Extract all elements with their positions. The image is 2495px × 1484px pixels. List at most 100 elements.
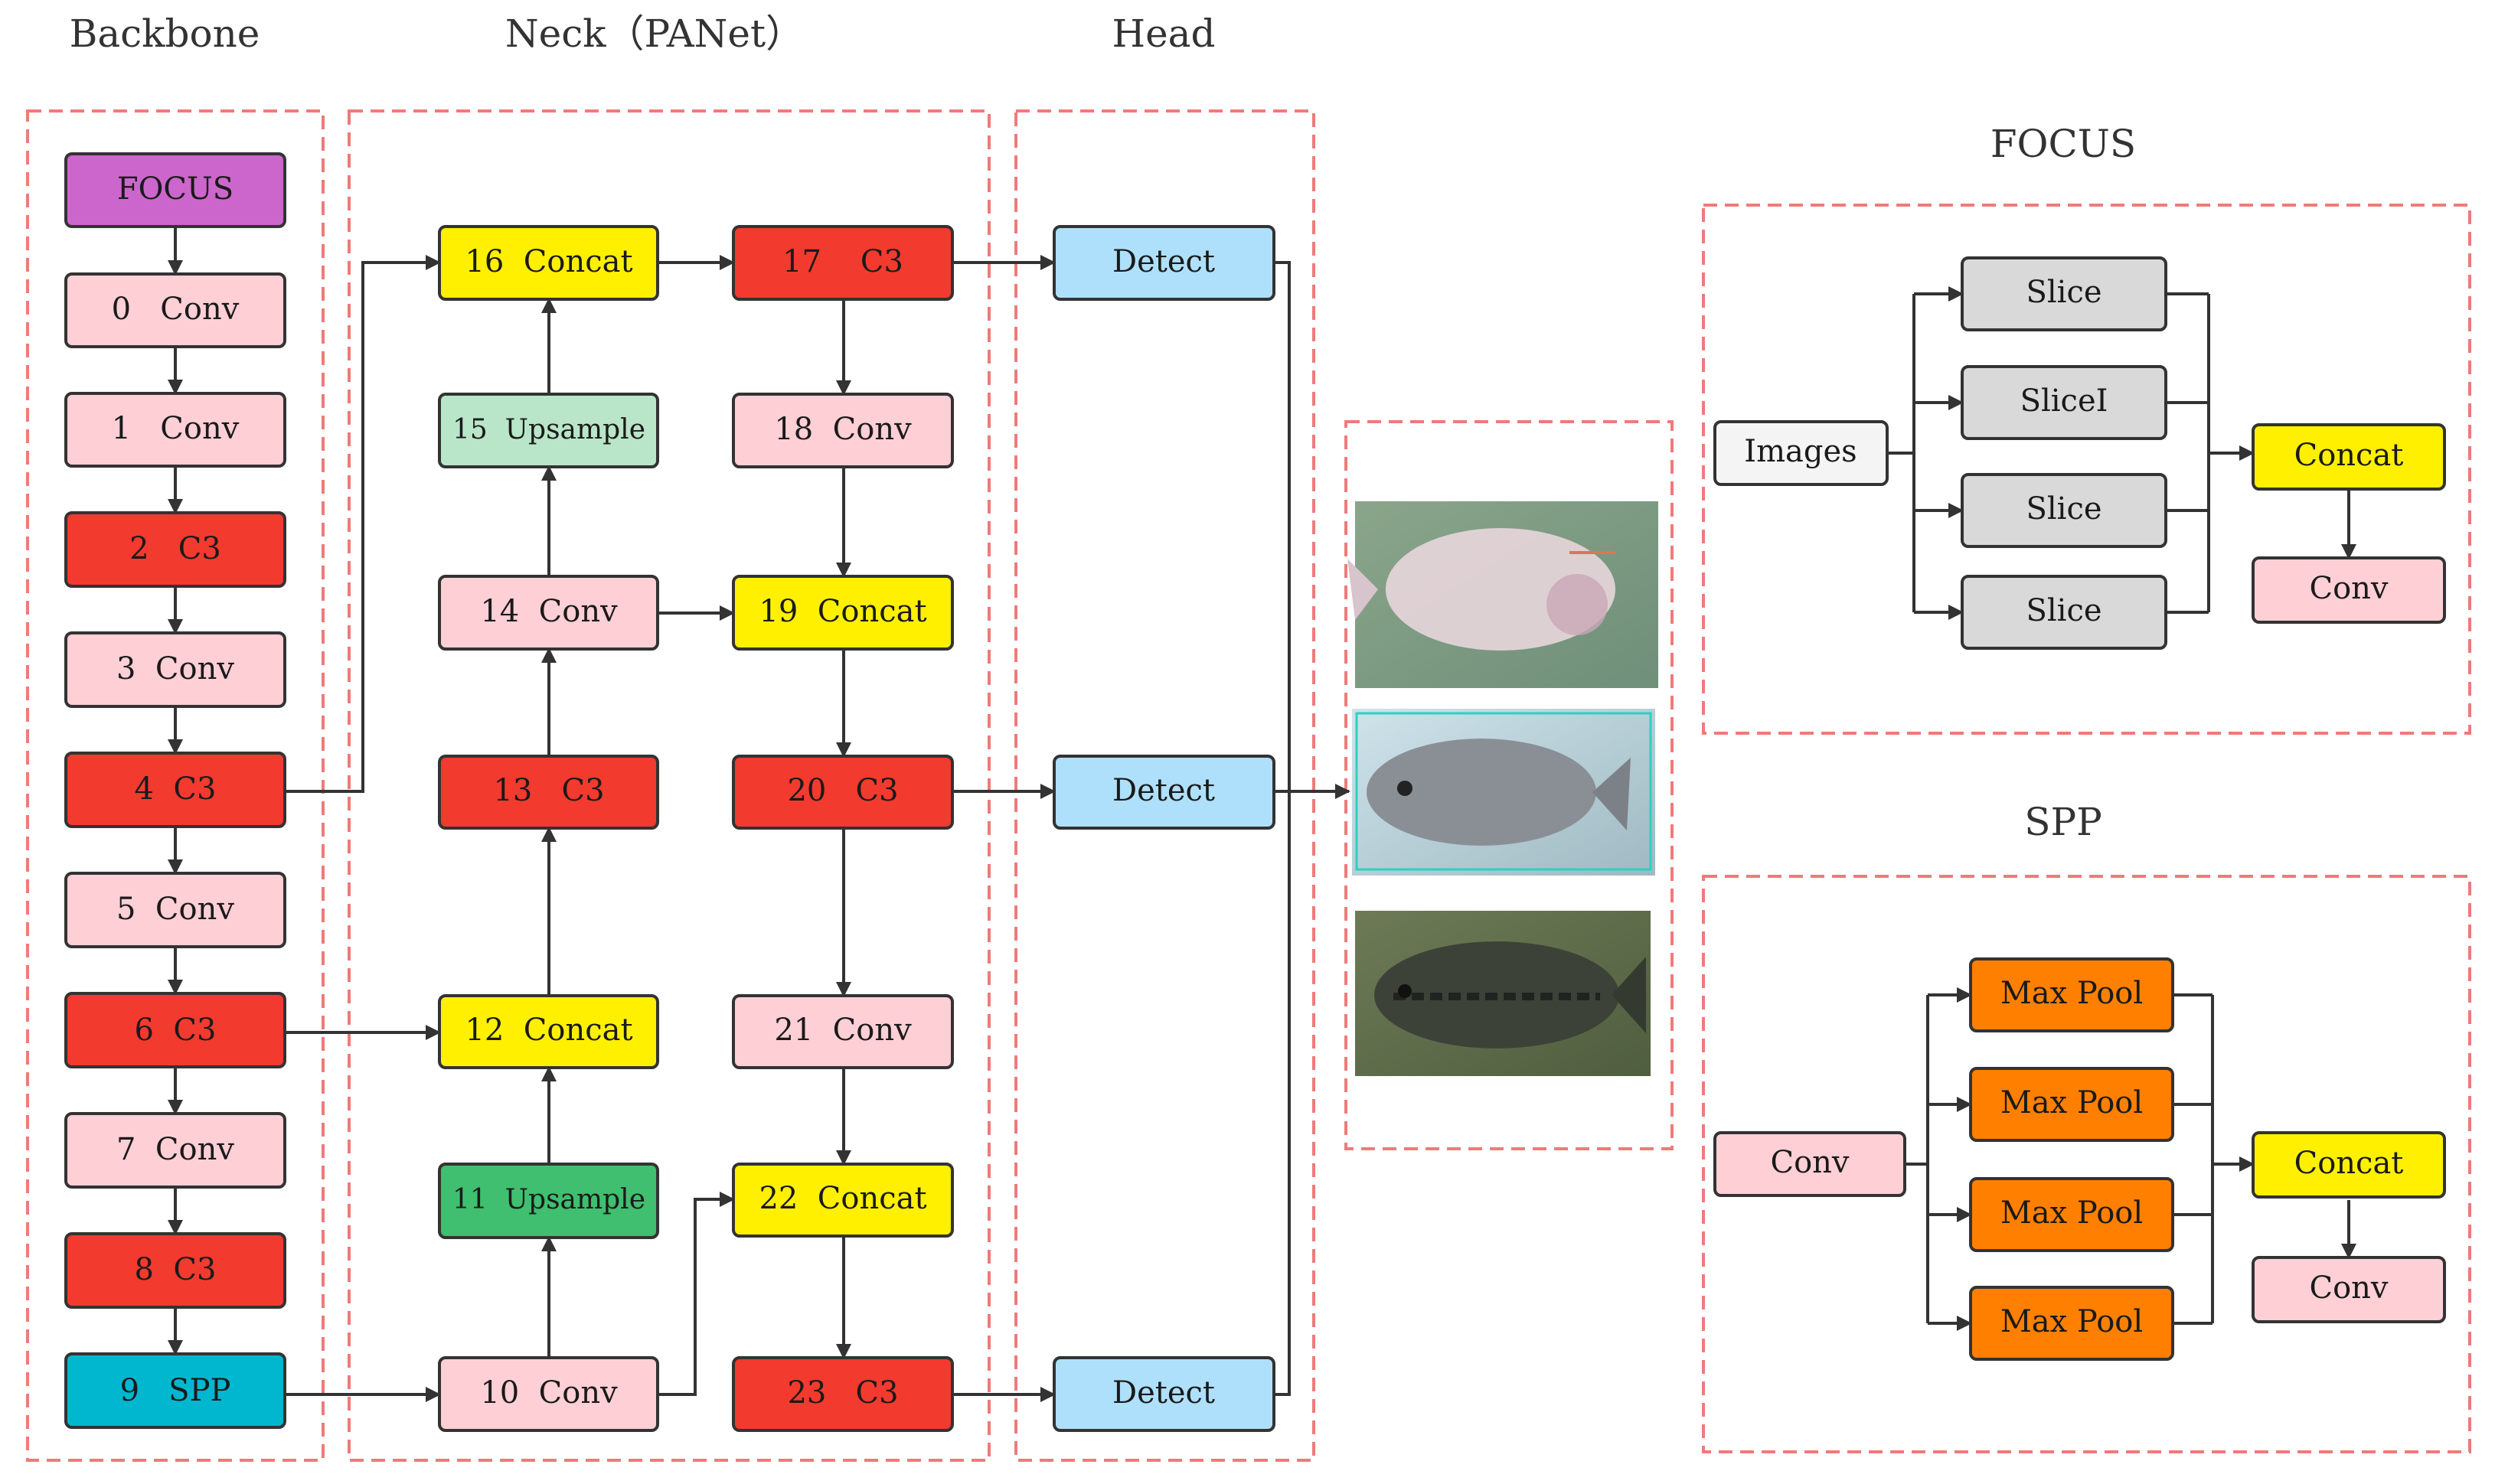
node-14-conv: 14 Conv <box>438 575 659 651</box>
neck-title: Neck（PANet） <box>505 11 804 56</box>
node-label: 0 Conv <box>112 292 240 327</box>
node-label: 8 C3 <box>135 1252 217 1287</box>
node-focus-slice-1: Slice <box>1961 256 2167 331</box>
node-label: Max Pool <box>2000 1085 2143 1120</box>
node-21-conv: 21 Conv <box>732 994 954 1069</box>
node-label: SliceI <box>2020 383 2108 419</box>
node-label: Detect <box>1112 1375 1215 1411</box>
node-label: 13 C3 <box>493 773 604 808</box>
node-label: Concat <box>2294 438 2404 473</box>
node-detect-2: Detect <box>1053 755 1275 830</box>
node-label: 7 Conv <box>116 1132 234 1167</box>
neck-group <box>348 109 991 1462</box>
node-10-conv: 10 Conv <box>438 1356 659 1432</box>
node-15-upsample: 15 Upsample <box>438 393 659 468</box>
spp-block: Conv Max Pool Max Pool Max Pool Max Pool… <box>1713 957 2446 1361</box>
node-focus-conv: Conv <box>2252 556 2446 624</box>
node-12-concat: 12 Concat <box>438 994 659 1069</box>
node-label: 4 C3 <box>135 771 217 807</box>
node-label: 17 C3 <box>782 244 903 279</box>
node-label: Max Pool <box>2000 976 2143 1011</box>
node-focus-concat: Concat <box>2252 423 2446 491</box>
head-group <box>1014 109 1315 1462</box>
node-label: Max Pool <box>2000 1195 2143 1231</box>
node-label: 16 Concat <box>465 244 632 279</box>
node-0-conv: 0 Conv <box>64 272 286 348</box>
node-label: Max Pool <box>2000 1304 2143 1339</box>
node-label: 1 Conv <box>112 411 240 446</box>
node-label: 21 Conv <box>774 1013 912 1048</box>
output-images <box>1347 501 1658 1076</box>
node-11-upsample: 11 Upsample <box>438 1163 659 1239</box>
node-spp-maxpool-3: Max Pool <box>1969 1177 2174 1252</box>
underwater-fish-image-3 <box>1355 911 1651 1076</box>
spp-title: SPP <box>2024 800 2102 844</box>
node-spp-maxpool-2: Max Pool <box>1969 1067 2174 1142</box>
node-label: Images <box>1744 434 1857 469</box>
focus-block: Images Slice SliceI Slice Slice Concat C… <box>1713 256 2446 650</box>
node-1-conv: 1 Conv <box>64 392 286 468</box>
node-label: Slice <box>2026 491 2101 527</box>
node-spp-concat: Concat <box>2252 1131 2446 1199</box>
node-label: 5 Conv <box>116 892 234 927</box>
node-label: 9 SPP <box>120 1373 231 1408</box>
node-focus-slice-4: Slice <box>1961 575 2167 650</box>
node-label: 3 Conv <box>116 651 234 687</box>
node-focus-slice-3: Slice <box>1961 473 2167 548</box>
node-7-conv: 7 Conv <box>64 1112 286 1189</box>
node-5-conv: 5 Conv <box>64 872 286 948</box>
node-focus: FOCUS <box>64 152 286 228</box>
underwater-fish-image-1 <box>1347 501 1658 688</box>
node-20-c3: 20 C3 <box>732 755 954 830</box>
node-13-c3: 13 C3 <box>438 755 659 830</box>
node-label: 10 Conv <box>480 1375 618 1411</box>
node-label: 2 C3 <box>129 531 221 566</box>
node-label: 18 Conv <box>774 412 912 447</box>
node-spp-conv-input: Conv <box>1713 1131 1906 1197</box>
node-label: Detect <box>1112 773 1215 808</box>
node-label: 15 Upsample <box>452 414 645 445</box>
node-label: Conv <box>2309 1270 2388 1306</box>
node-label: 20 C3 <box>787 773 898 808</box>
node-22-concat: 22 Concat <box>732 1163 954 1238</box>
node-spp-maxpool-4: Max Pool <box>1969 1286 2174 1361</box>
underwater-fish-image-2 <box>1352 709 1655 876</box>
node-19-concat: 19 Concat <box>732 575 954 651</box>
node-6-c3: 6 C3 <box>64 992 286 1068</box>
node-label: 6 C3 <box>135 1013 217 1048</box>
spp-group <box>1702 875 2471 1453</box>
node-label: Conv <box>2309 571 2388 606</box>
node-focus-slice-2: SliceI <box>1961 365 2167 440</box>
focus-group <box>1702 204 2471 735</box>
neck-left-nodes: 16 Concat 15 Upsample 14 Conv 13 C3 12 C… <box>438 225 659 1432</box>
node-label: FOCUS <box>117 171 233 207</box>
node-focus-images: Images <box>1713 420 1889 486</box>
backbone-nodes: FOCUS 0 Conv 1 Conv 2 C3 3 Conv 4 C3 5 C… <box>64 152 286 1429</box>
backbone-group <box>26 109 325 1462</box>
node-label: 14 Conv <box>480 594 618 629</box>
neck-right-nodes: 17 C3 18 Conv 19 Concat 20 C3 21 Conv 22… <box>732 225 954 1432</box>
node-8-c3: 8 C3 <box>64 1232 286 1309</box>
node-label: Conv <box>1770 1145 1849 1180</box>
node-label: 22 Concat <box>759 1181 926 1216</box>
node-label: 23 C3 <box>787 1375 898 1411</box>
node-9-spp: 9 SPP <box>64 1352 286 1429</box>
node-18-conv: 18 Conv <box>732 393 954 468</box>
backbone-title: Backbone <box>70 11 260 56</box>
node-spp-conv-output: Conv <box>2252 1256 2446 1323</box>
node-label: Detect <box>1112 244 1215 279</box>
node-detect-3: Detect <box>1053 1356 1275 1432</box>
node-17-c3: 17 C3 <box>732 225 954 301</box>
node-4-c3: 4 C3 <box>64 752 286 828</box>
node-detect-1: Detect <box>1053 225 1275 301</box>
head-nodes: Detect Detect Detect <box>1053 225 1275 1432</box>
edges <box>168 227 2356 1402</box>
node-label: Concat <box>2294 1146 2404 1181</box>
node-23-c3: 23 C3 <box>732 1356 954 1432</box>
node-spp-maxpool-1: Max Pool <box>1969 957 2174 1032</box>
focus-title: FOCUS <box>1990 122 2136 166</box>
node-label: 11 Upsample <box>452 1184 645 1215</box>
node-label: 12 Concat <box>465 1013 632 1048</box>
node-label: 19 Concat <box>759 594 926 629</box>
